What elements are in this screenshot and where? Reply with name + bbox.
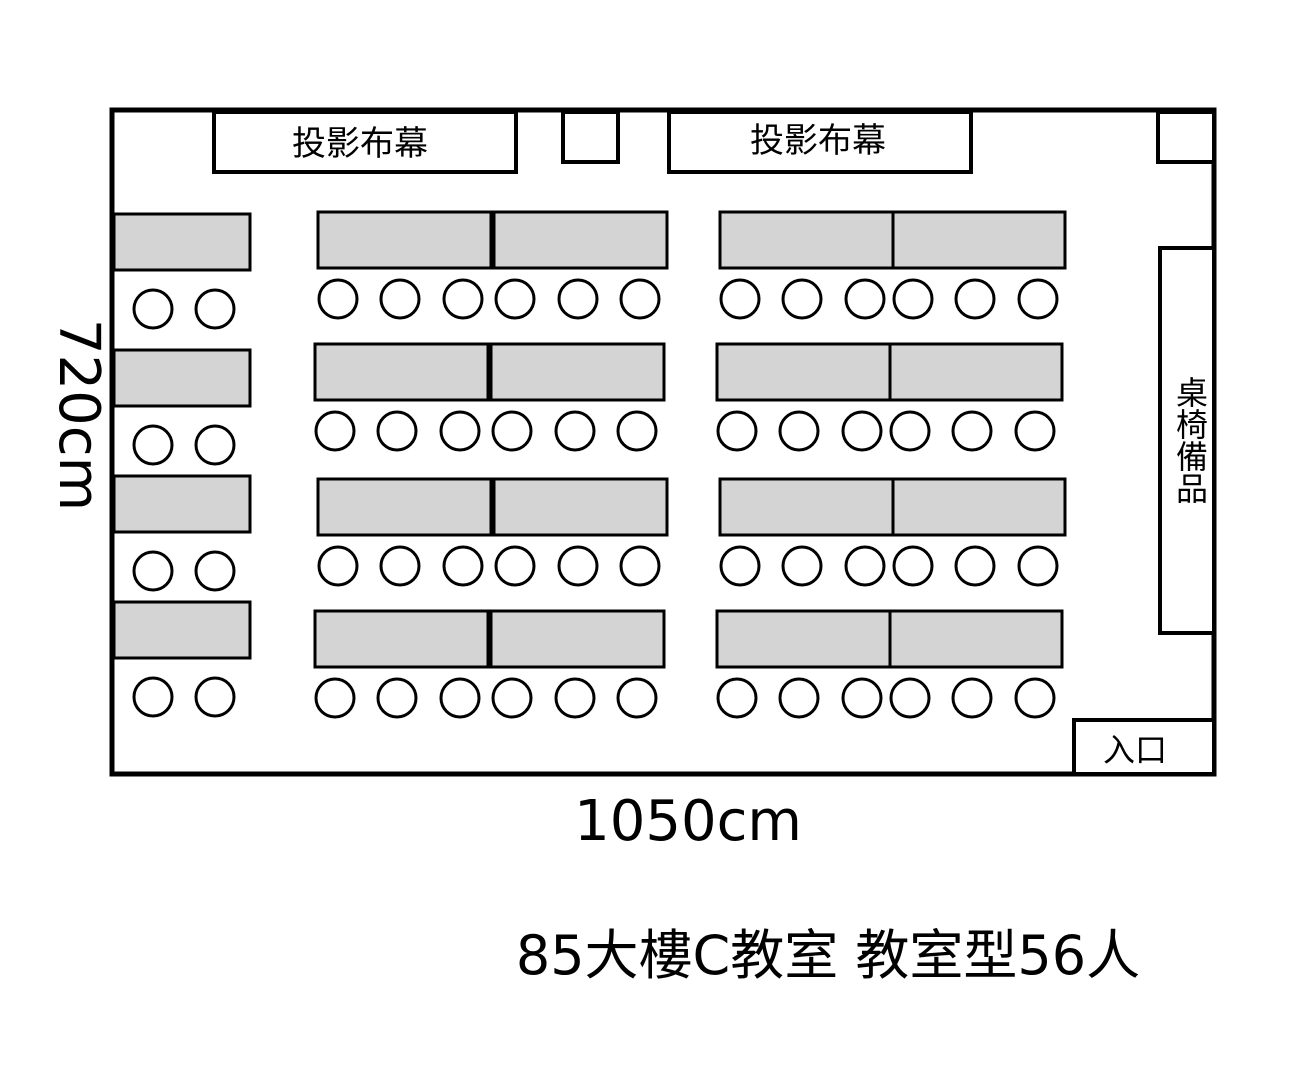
furniture-storage-label: 桌椅備品 [1171, 376, 1209, 504]
chair-right-2-6 [1014, 410, 1056, 452]
chair-center-3-6 [619, 545, 661, 587]
chair-center-2-5 [554, 410, 596, 452]
chair-center-1-4 [494, 278, 536, 320]
chair-left-1-1 [132, 288, 174, 330]
chair-center-2-4 [491, 410, 533, 452]
chair-right-1-5 [954, 278, 996, 320]
chair-right-2-3 [841, 410, 883, 452]
chair-right-2-4 [889, 410, 931, 452]
desk-right-1-1 [718, 210, 895, 270]
desk-left-4 [112, 600, 252, 660]
chair-right-1-4 [892, 278, 934, 320]
chair-left-2-1 [132, 424, 174, 466]
chair-right-1-3 [844, 278, 886, 320]
chair-left-1-2 [194, 288, 236, 330]
desk-right-4-1 [715, 609, 892, 669]
chair-center-3-5 [557, 545, 599, 587]
chair-right-2-1 [716, 410, 758, 452]
chair-right-1-2 [781, 278, 823, 320]
projection-screen-right [667, 110, 973, 174]
desk-right-1-2 [891, 210, 1067, 270]
entrance-label: 入口 [1103, 731, 1167, 769]
height-dimension: 720cm [46, 319, 111, 511]
chair-center-4-3 [439, 677, 481, 719]
chair-right-4-5 [951, 677, 993, 719]
chair-right-3-3 [844, 545, 886, 587]
entrance [1072, 718, 1216, 776]
desk-center-4-1 [313, 609, 490, 669]
desk-center-3-1 [316, 477, 493, 537]
chair-center-1-1 [317, 278, 359, 320]
chair-right-4-2 [778, 677, 820, 719]
chair-center-1-6 [619, 278, 661, 320]
chair-left-4-2 [194, 676, 236, 718]
projection-screen-left [212, 110, 518, 174]
desk-center-4-2 [489, 609, 666, 669]
furniture-storage [1158, 246, 1216, 635]
chair-center-3-2 [379, 545, 421, 587]
chair-center-1-3 [442, 278, 484, 320]
chair-center-4-1 [314, 677, 356, 719]
chair-right-4-1 [716, 677, 758, 719]
chair-right-4-3 [841, 677, 883, 719]
desk-right-3-1 [718, 477, 895, 537]
chair-right-2-5 [951, 410, 993, 452]
chair-right-3-1 [719, 545, 761, 587]
chair-center-2-6 [616, 410, 658, 452]
chair-right-3-4 [892, 545, 934, 587]
desk-right-2-2 [888, 342, 1064, 402]
chair-right-1-6 [1017, 278, 1059, 320]
chair-right-3-2 [781, 545, 823, 587]
chair-right-3-5 [954, 545, 996, 587]
chair-center-1-5 [557, 278, 599, 320]
desk-center-2-1 [313, 342, 490, 402]
desk-right-3-2 [891, 477, 1067, 537]
chair-center-3-1 [317, 545, 359, 587]
chair-center-4-4 [491, 677, 533, 719]
pillar-box [561, 110, 620, 164]
projection-screen-right-label: 投影布幕 [750, 121, 886, 161]
room-caption: 85大樓C教室 教室型56人 [516, 924, 1140, 987]
desk-right-2-1 [715, 342, 892, 402]
chair-center-4-6 [616, 677, 658, 719]
desk-left-3 [112, 474, 252, 534]
chair-center-4-2 [376, 677, 418, 719]
chair-left-3-2 [194, 550, 236, 592]
chair-left-3-1 [132, 550, 174, 592]
chair-right-4-6 [1014, 677, 1056, 719]
desk-right-4-2 [888, 609, 1064, 669]
desk-left-1 [112, 212, 252, 272]
chair-center-4-5 [554, 677, 596, 719]
chair-left-4-1 [132, 676, 174, 718]
chair-center-1-2 [379, 278, 421, 320]
chair-center-3-3 [442, 545, 484, 587]
chair-center-2-1 [314, 410, 356, 452]
desk-center-1-1 [316, 210, 493, 270]
desk-left-2 [112, 348, 252, 408]
chair-left-2-2 [194, 424, 236, 466]
chair-right-2-2 [778, 410, 820, 452]
chair-right-4-4 [889, 677, 931, 719]
chair-center-2-3 [439, 410, 481, 452]
projection-screen-left-label: 投影布幕 [292, 124, 428, 164]
seating-area [112, 210, 1067, 719]
corner-box [1156, 110, 1216, 164]
desk-center-1-2 [492, 210, 669, 270]
chair-center-3-4 [494, 545, 536, 587]
desk-center-3-2 [492, 477, 669, 537]
desk-center-2-2 [489, 342, 666, 402]
width-dimension: 1050cm [574, 789, 802, 854]
chair-right-1-1 [719, 278, 761, 320]
chair-right-3-6 [1017, 545, 1059, 587]
chair-center-2-2 [376, 410, 418, 452]
